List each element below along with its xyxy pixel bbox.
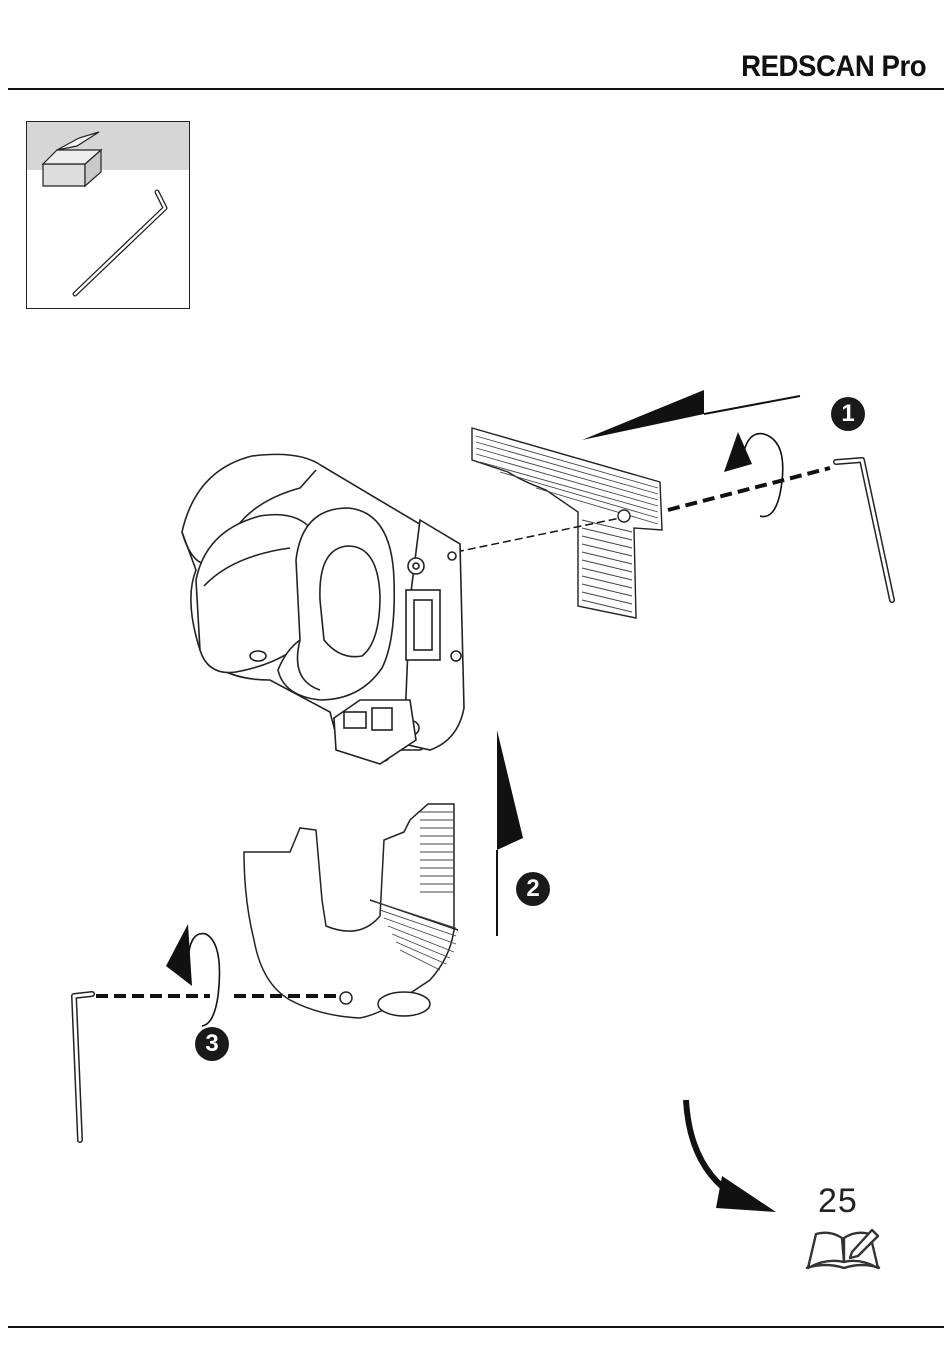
direction-arrow-step1 bbox=[582, 390, 800, 440]
lower-housing bbox=[244, 804, 458, 1018]
camera-assembly bbox=[182, 454, 464, 764]
manual-book-icon bbox=[806, 1230, 880, 1268]
rotate-arrow-step3 bbox=[166, 924, 220, 1026]
footer-rule bbox=[8, 1326, 944, 1328]
page-reference-number: 25 bbox=[818, 1182, 858, 1221]
screw-icon bbox=[340, 992, 352, 1004]
screw-icon bbox=[618, 510, 630, 522]
step-2-badge: 2 bbox=[516, 872, 550, 906]
hex-key-step1 bbox=[836, 460, 892, 600]
rotate-arrow-step1 bbox=[724, 432, 783, 517]
step-1-badge: 1 bbox=[831, 397, 865, 431]
hex-key-step3 bbox=[74, 994, 92, 1140]
direction-arrow-step2 bbox=[497, 730, 523, 936]
step-3-badge: 3 bbox=[195, 1027, 229, 1061]
side-cover-plate bbox=[472, 428, 662, 618]
next-page-arrow bbox=[686, 1100, 776, 1212]
